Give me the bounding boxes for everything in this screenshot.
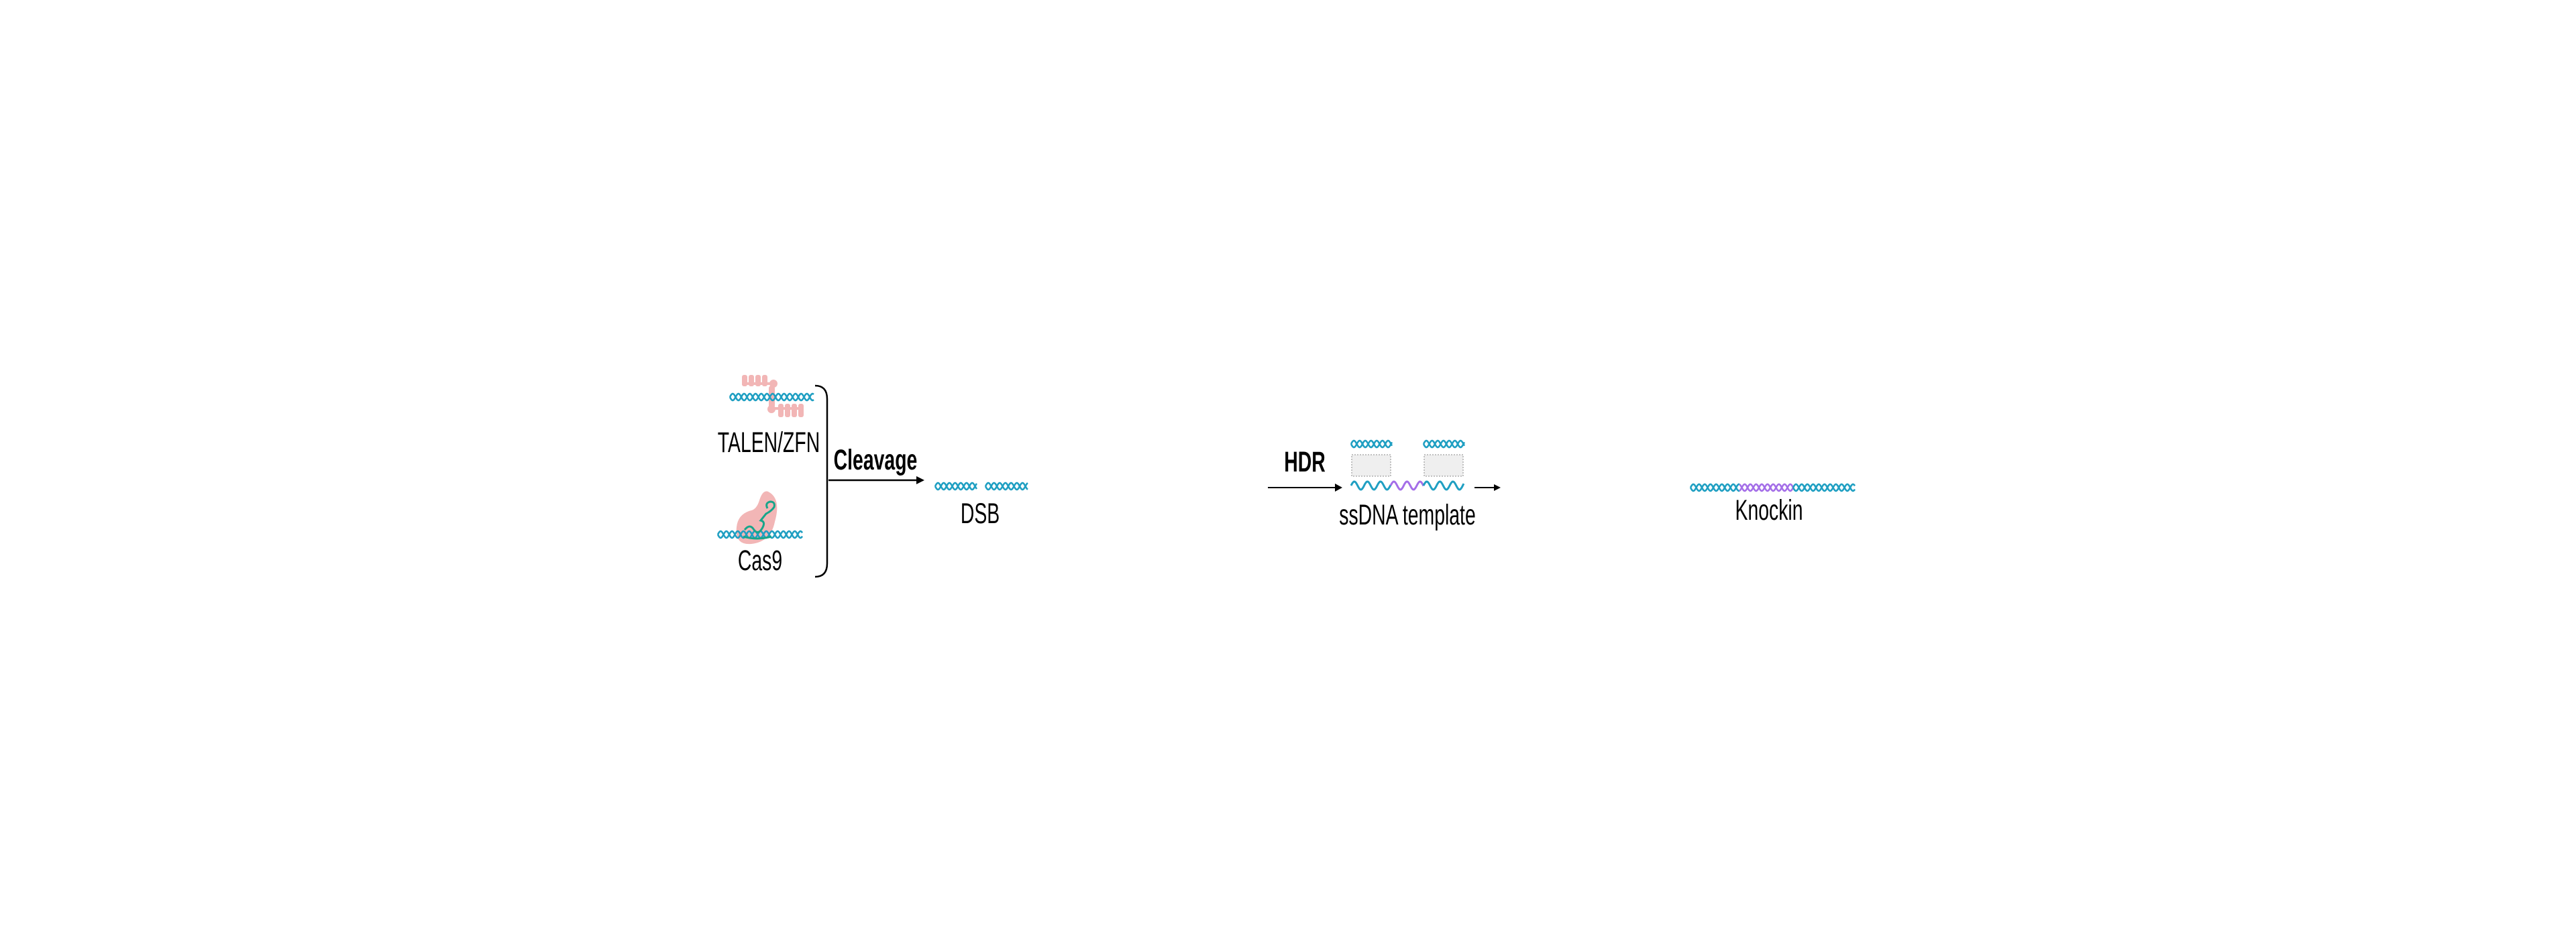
ssdna-right-arm-strand — [1422, 480, 1465, 491]
talen-zfn-label: TALEN/ZFN — [717, 427, 820, 459]
knockin-arrow — [1474, 484, 1501, 491]
template-right-homology-helix — [1422, 439, 1466, 449]
bracket — [814, 384, 828, 578]
homology-arm-regions — [1351, 454, 1464, 477]
cas9-label: Cas9 — [737, 545, 783, 577]
knockin-dna-helix — [1689, 483, 1856, 492]
cleavage-arrow — [828, 476, 924, 484]
knockin-label: Knockin — [1735, 494, 1803, 526]
talen-dna-helix — [729, 392, 814, 402]
dsb-right-dna-helix — [984, 482, 1028, 491]
ssdna-template-strand — [1350, 480, 1392, 491]
guide-rna-icon — [743, 500, 775, 540]
template-left-homology-helix — [1350, 439, 1393, 449]
hdr-label: HDR — [1284, 446, 1326, 478]
hdr-arrow — [1268, 484, 1342, 492]
talen-zfn-protein-icon — [742, 375, 804, 417]
insert-sequence-strand — [1389, 480, 1425, 491]
dsb-label: DSB — [960, 498, 1000, 530]
cleavage-label: Cleavage — [833, 444, 918, 476]
dsb-left-dna-helix — [934, 482, 978, 491]
ssdna-template-label: ssDNA template — [1339, 499, 1476, 531]
